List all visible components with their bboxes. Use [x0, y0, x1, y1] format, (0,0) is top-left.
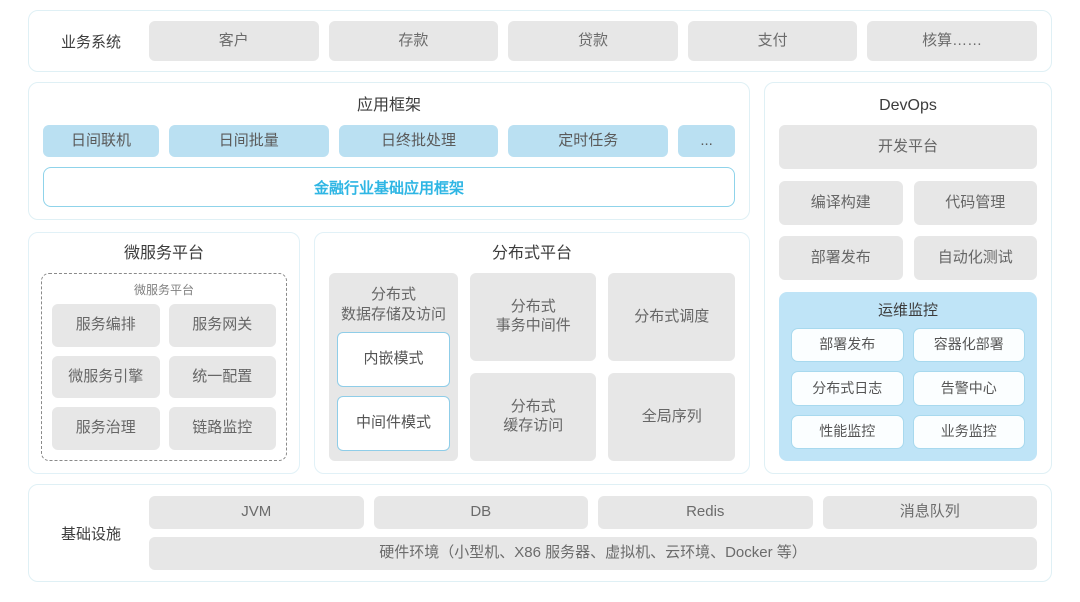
infrastructure-label: 基础设施	[60, 525, 121, 543]
business-chip-accounting[interactable]: 核算……	[867, 21, 1037, 61]
distributed-right-column: 分布式调度 全局序列	[608, 273, 735, 461]
microservice-item-tracing[interactable]: 链路监控	[168, 407, 276, 450]
devops-dev-platform[interactable]: 开发平台	[779, 125, 1037, 169]
application-framework-panel: 应用框架 日间联机 日间批量 日终批处理 定时任务 ... 金融行业基础应用框架	[28, 82, 750, 220]
devops-item-code-management[interactable]: 代码管理	[913, 181, 1037, 225]
microservice-item-engine[interactable]: 微服务引擎	[52, 355, 160, 399]
microservice-inner-label: 微服务平台	[133, 283, 194, 297]
devops-item-deploy-release[interactable]: 部署发布	[779, 236, 903, 280]
business-system-label: 业务系统	[60, 33, 121, 51]
devops-items-grid: 编译构建 代码管理 部署发布 自动化测试	[779, 181, 1037, 280]
distributed-cache-access[interactable]: 分布式 缓存访问	[469, 373, 597, 461]
app-tag-scheduled-task[interactable]: 定时任务	[508, 125, 669, 157]
infra-item-db[interactable]: DB	[373, 496, 588, 529]
distributed-middle-column: 分布式 事务中间件 分布式 缓存访问	[469, 273, 597, 461]
distributed-transaction-middleware[interactable]: 分布式 事务中间件	[469, 273, 597, 361]
distributed-storage-modes: 内嵌模式 中间件模式	[337, 332, 450, 451]
distributed-body: 分布式 数据存储及访问 内嵌模式 中间件模式 分布式	[329, 273, 735, 461]
distributed-scheduling[interactable]: 分布式调度	[608, 273, 735, 361]
middle-area: 应用框架 日间联机 日间批量 日终批处理 定时任务 ... 金融行业基础应用框架…	[28, 82, 1052, 474]
microservice-items-grid: 服务编排 服务网关 微服务引擎 统一配置 服务治理 链路监控	[52, 304, 276, 450]
ops-monitoring-grid: 部署发布 容器化部署 分布式日志 告警中心 性能监控 业务监控	[791, 328, 1025, 449]
ops-item-business-monitor[interactable]: 业务监控	[912, 414, 1025, 449]
ops-item-performance-monitor[interactable]: 性能监控	[791, 414, 904, 449]
global-sequence[interactable]: 全局序列	[608, 373, 735, 461]
distributed-storage-head-line1: 分布式	[370, 286, 416, 303]
platforms-row: 微服务平台 微服务平台 服务编排 服务网关 微服务引擎 统一配置 服务治理 链路…	[28, 232, 750, 474]
app-tag-eod-batch[interactable]: 日终批处理	[338, 125, 499, 157]
business-system-chips: 客户 存款 贷款 支付 核算……	[149, 21, 1037, 61]
distributed-storage-head-line2: 数据存储及访问	[340, 305, 446, 323]
microservice-dashed-container: 微服务平台 服务编排 服务网关 微服务引擎 统一配置 服务治理 链路监控	[41, 273, 287, 461]
dca-line1: 分布式	[510, 398, 556, 416]
dca-line2: 缓存访问	[503, 417, 564, 434]
microservice-item-governance[interactable]: 服务治理	[52, 407, 160, 450]
dtm-line2: 事务中间件	[495, 317, 571, 334]
ops-monitoring-title: 运维监控	[877, 302, 938, 319]
infra-item-jvm[interactable]: JVM	[149, 496, 364, 529]
business-chip-deposit[interactable]: 存款	[328, 21, 499, 61]
storage-mode-middleware[interactable]: 中间件模式	[337, 396, 450, 451]
infra-item-redis[interactable]: Redis	[598, 496, 813, 529]
distributed-platform-title: 分布式平台	[491, 245, 572, 262]
microservice-item-gateway[interactable]: 服务网关	[168, 304, 276, 347]
business-chip-loan[interactable]: 贷款	[508, 21, 678, 61]
ops-item-container-deploy[interactable]: 容器化部署	[912, 328, 1025, 363]
dtm-line1: 分布式	[510, 298, 556, 316]
distributed-storage-head: 分布式 数据存储及访问	[337, 281, 450, 332]
infrastructure-items: JVM DB Redis 消息队列	[149, 496, 1037, 529]
application-framework-title: 应用框架	[356, 97, 421, 114]
distributed-storage-card[interactable]: 分布式 数据存储及访问 内嵌模式 中间件模式	[329, 273, 458, 461]
storage-mode-embedded[interactable]: 内嵌模式	[337, 332, 450, 387]
devops-item-automated-testing[interactable]: 自动化测试	[913, 236, 1037, 280]
distributed-platform-panel: 分布式平台 分布式 数据存储及访问 内嵌模式 中间件模式	[314, 232, 750, 474]
finance-base-framework-banner[interactable]: 金融行业基础应用框架	[43, 167, 735, 207]
business-system-panel: 业务系统 客户 存款 贷款 支付 核算……	[28, 10, 1052, 72]
business-chip-payment[interactable]: 支付	[687, 21, 858, 61]
ops-item-deploy-release[interactable]: 部署发布	[791, 328, 904, 363]
ops-monitoring-box: 运维监控 部署发布 容器化部署 分布式日志 告警中心 性能监控 业务监控	[779, 292, 1037, 461]
microservice-item-orchestration[interactable]: 服务编排	[52, 304, 160, 347]
app-tag-daytime-batch[interactable]: 日间批量	[168, 125, 329, 157]
microservice-item-unified-config[interactable]: 统一配置	[168, 355, 276, 399]
infrastructure-panel: 基础设施 JVM DB Redis 消息队列 硬件环境（小型机、X86 服务器、…	[28, 484, 1052, 582]
infrastructure-stack: JVM DB Redis 消息队列 硬件环境（小型机、X86 服务器、虚拟机、云…	[149, 496, 1037, 570]
application-framework-tags: 日间联机 日间批量 日终批处理 定时任务 ...	[43, 125, 736, 157]
app-tag-more[interactable]: ...	[678, 125, 736, 157]
devops-item-build[interactable]: 编译构建	[779, 181, 903, 225]
devops-panel: DevOps 开发平台 编译构建 代码管理 部署发布 自动化测试 运维监控 部署…	[764, 82, 1052, 474]
ops-item-distributed-log[interactable]: 分布式日志	[791, 371, 904, 406]
middle-left-column: 应用框架 日间联机 日间批量 日终批处理 定时任务 ... 金融行业基础应用框架…	[28, 82, 750, 474]
business-chip-customer[interactable]: 客户	[149, 21, 319, 61]
ops-item-alert-center[interactable]: 告警中心	[912, 371, 1025, 406]
microservice-platform-panel: 微服务平台 微服务平台 服务编排 服务网关 微服务引擎 统一配置 服务治理 链路…	[28, 232, 300, 474]
app-tag-daytime-online[interactable]: 日间联机	[43, 125, 159, 157]
devops-column: DevOps 开发平台 编译构建 代码管理 部署发布 自动化测试 运维监控 部署…	[764, 82, 1052, 474]
microservice-platform-title: 微服务平台	[123, 245, 204, 262]
infra-hardware-environment[interactable]: 硬件环境（小型机、X86 服务器、虚拟机、云环境、Docker 等）	[149, 537, 1037, 570]
infra-item-message-queue[interactable]: 消息队列	[822, 496, 1037, 529]
devops-title: DevOps	[879, 97, 937, 114]
